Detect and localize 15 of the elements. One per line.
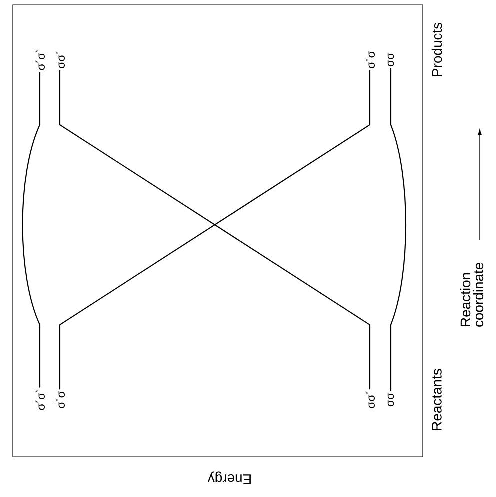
correlation-line (22, 72, 41, 388)
state-label: σσ$^{*}$ (365, 392, 375, 408)
state-label: σ$^{*}$σ (55, 391, 65, 408)
side-label: Products (432, 22, 442, 76)
side-label: Reactants (432, 369, 442, 430)
state-label: σ$^{*}$σ$^{*}$ (35, 50, 45, 70)
state-label: σσ (388, 53, 394, 67)
state-label: σ$^{*}$σ (365, 51, 375, 68)
axis-label: Energy (208, 472, 251, 484)
state-label: σ$^{*}$σ$^{*}$ (35, 390, 45, 410)
axis-label: Reaction coordinate (460, 262, 484, 327)
state-label: σσ$^{*}$ (55, 52, 65, 68)
crossing-lines (59, 70, 371, 390)
correlation-line (390, 68, 407, 392)
state-label: σσ (388, 393, 394, 407)
